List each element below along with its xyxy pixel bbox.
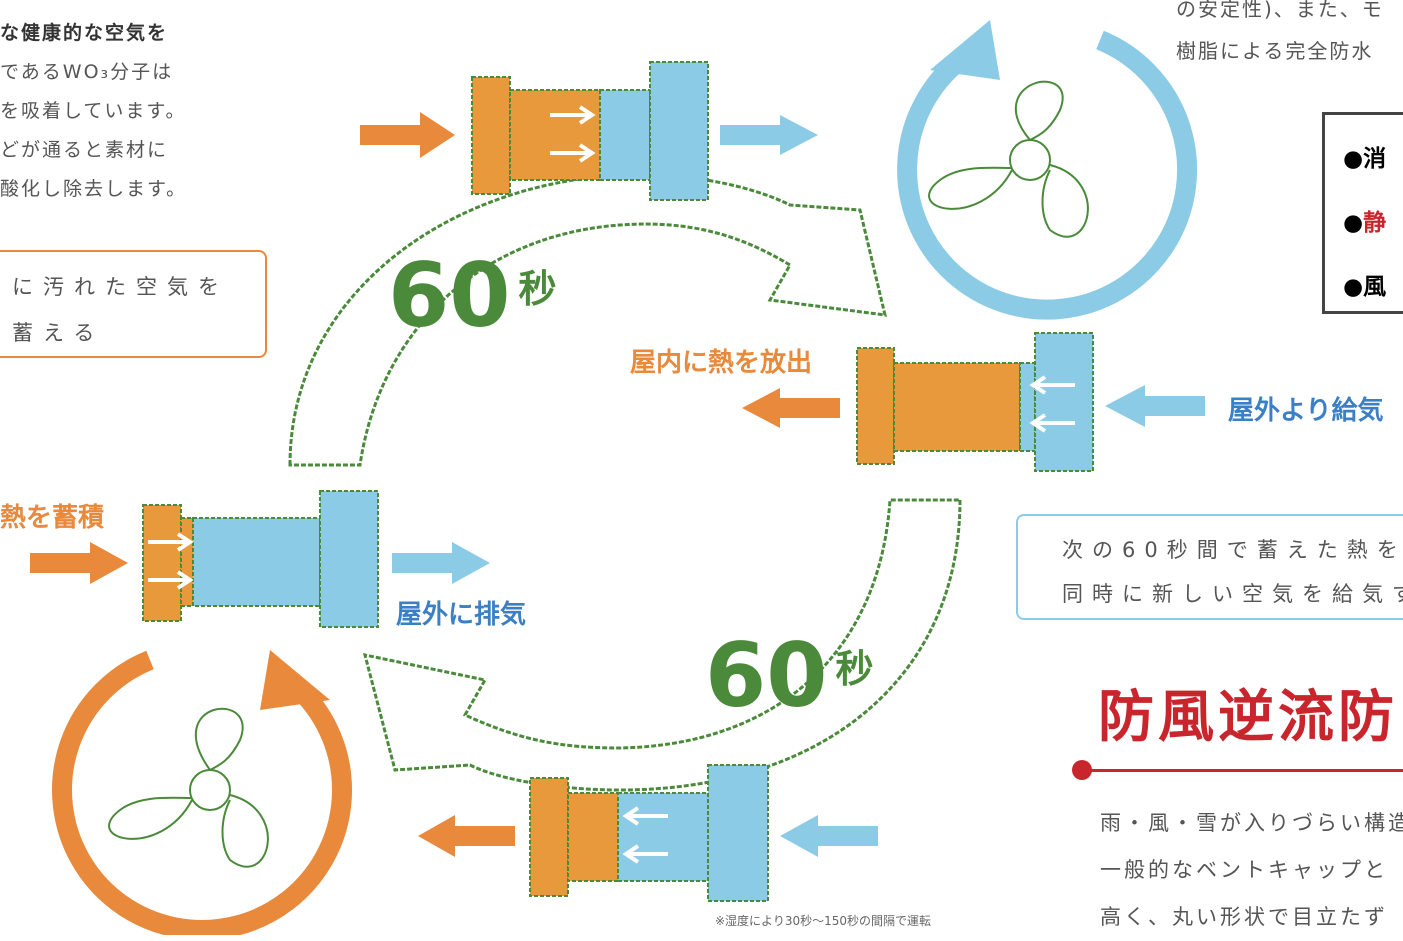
callout-line: 次の60秒間で蓄えた熱を [1062,538,1403,562]
section-heading: 防風逆流防 [1098,685,1398,750]
label-heat-release: 屋内に熱を放出 [630,348,813,378]
bottom-right-description: 雨・風・雪が入りづらい構造 一般的なベントキャップと 高く、丸い形状で目立たず [1100,800,1403,941]
callout-line: 同時に新しい空気を給気す [1062,582,1403,606]
blue-callout-box: 次の60秒間で蓄えた熱を 同時に新しい空気を給気す [1016,514,1403,620]
vent-unit-top [360,61,818,201]
callout-line: に汚れた空気を [12,275,229,299]
feature-list-item: ●風 [1343,255,1403,319]
description-line: 樹脂による完全防水 [1176,39,1374,63]
bullet-icon: ● [1343,146,1364,172]
fan-orange-icon [52,650,352,935]
description-line: 一般的なベントキャップと [1100,858,1388,882]
cycle-time-unit: 秒 [518,267,557,311]
bullet-icon: ● [1343,274,1364,300]
callout-line: 蓄える [12,321,105,345]
cycle-time-value: 60 [388,244,511,347]
bullet-icon: ● [1343,210,1364,236]
footnote: ※湿度により30秒～150秒の間隔で運転 [715,914,931,928]
feature-label: 風 [1363,274,1387,300]
cycle-arrow-bottom [362,498,962,792]
cycle-time-value: 60 [705,624,828,727]
label-exhaust-outdoor: 屋外に排気 [396,600,527,630]
description-line: 酸化し除去します。 [0,178,188,200]
heading-dot-icon [1072,760,1092,780]
feature-label: 消 [1363,146,1387,172]
fan-blue-icon [897,20,1198,320]
cycle-time-unit: 秒 [835,647,874,691]
description-line: な健康的な空気を [0,22,169,44]
description-line: を吸着しています。 [0,100,187,122]
description-line: どが通ると素材に [0,139,169,161]
feature-label: 静 [1363,210,1387,236]
heading-divider [1082,769,1403,772]
top-right-description: の安定性)、また、モ 樹脂による完全防水 [1176,0,1384,72]
orange-callout-box: に汚れた空気を 蓄える [0,250,267,358]
description-line: 高く、丸い形状で目立たず [1100,905,1388,929]
label-heat-accumulate: 熱を蓄積 [0,503,105,533]
cycle-arrow-top [288,173,887,467]
feature-list-item: ●消 [1343,127,1403,191]
vent-unit-left [30,490,490,628]
label-supply-outdoor: 屋外より給気 [1228,396,1384,426]
feature-list-box: ●消 ●静 ●風 [1322,112,1403,314]
description-line: の安定性)、また、モ [1176,0,1384,21]
feature-list-item: ●静 [1343,191,1403,255]
vent-unit-bottom [418,764,878,902]
top-left-description: な健康的な空気を であるWO₃分子は を吸着しています。 どが通ると素材に 酸化… [0,14,230,209]
description-line: 雨・風・雪が入りづらい構造 [1100,811,1403,835]
description-line: であるWO₃分子は [0,61,174,83]
vent-unit-right [742,332,1205,472]
